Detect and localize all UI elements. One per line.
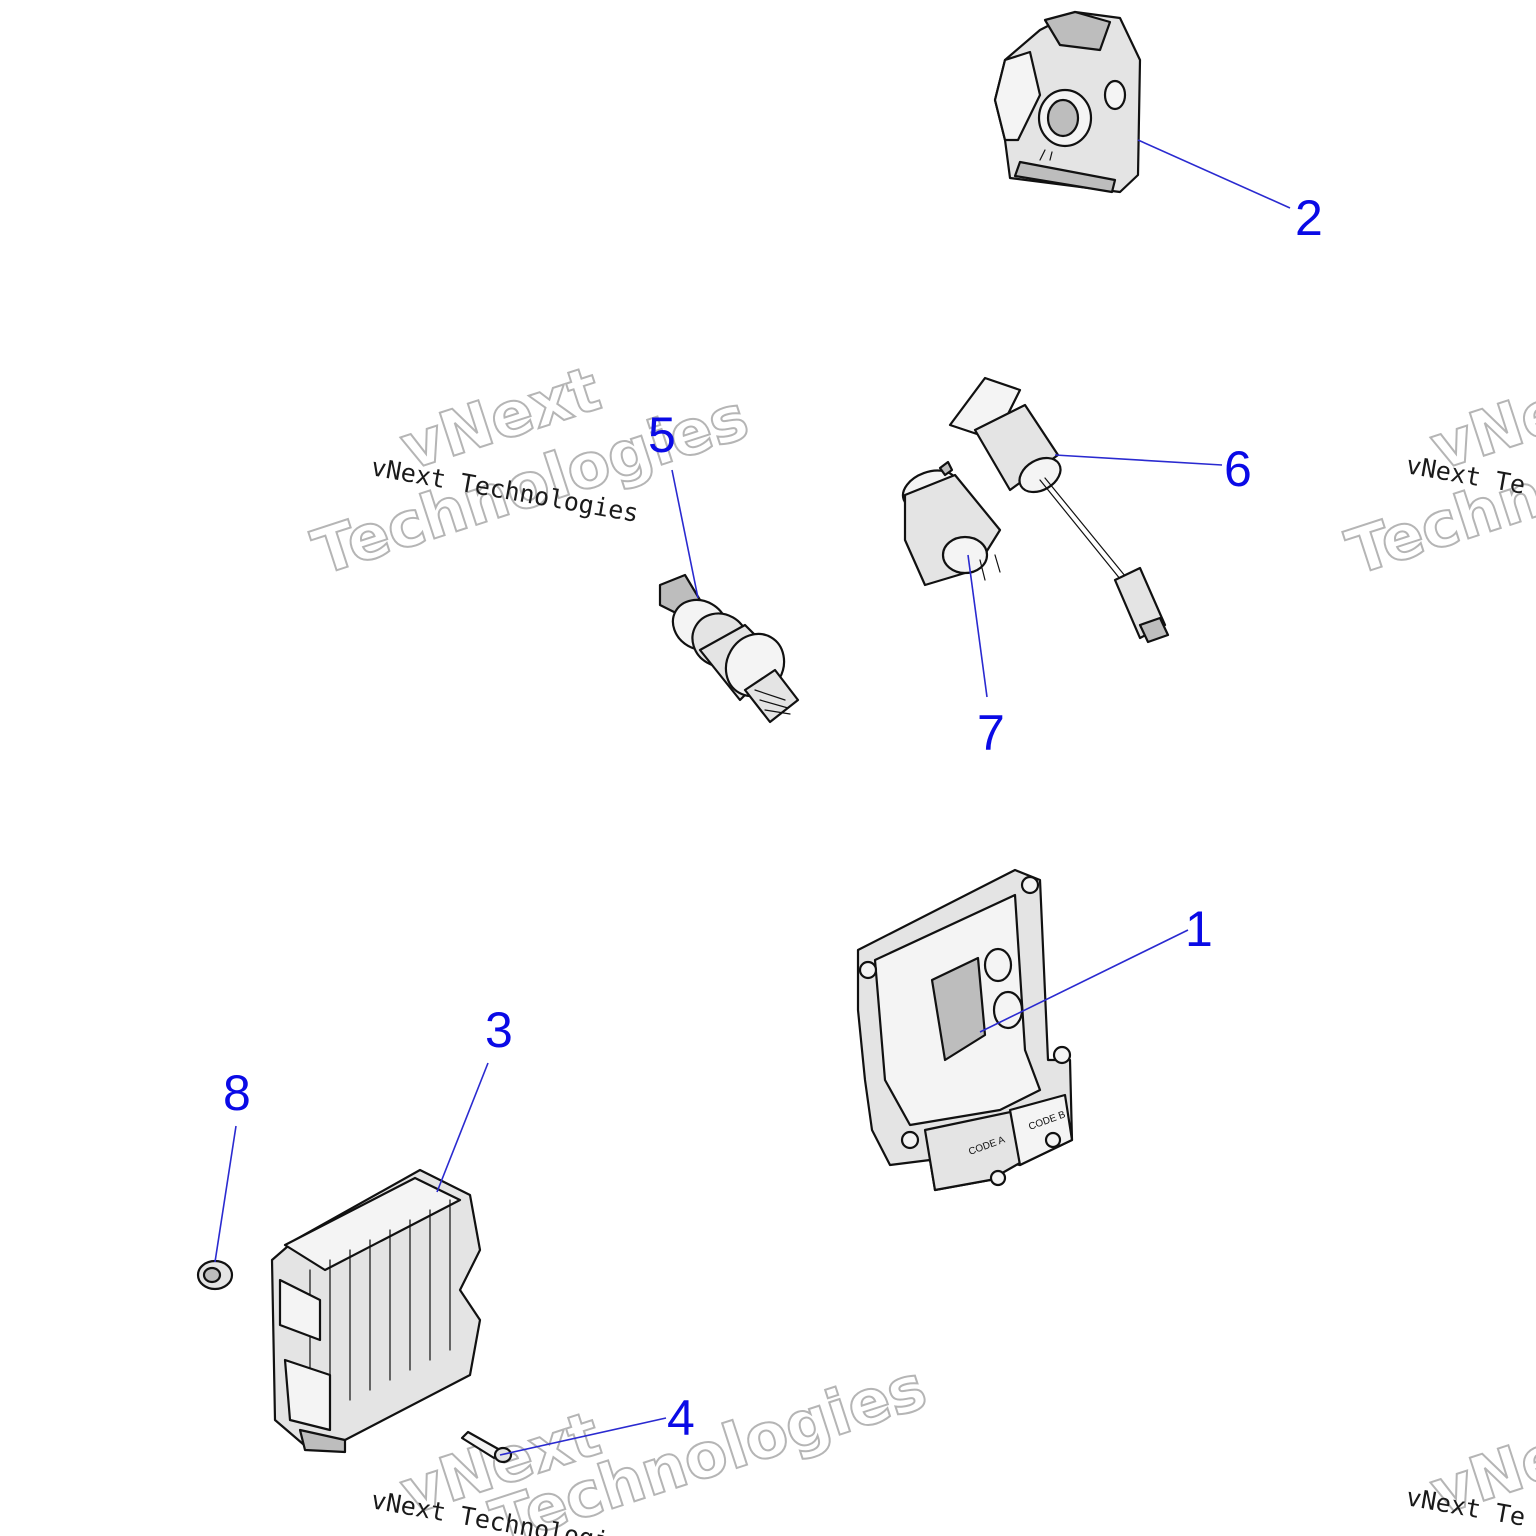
callout-3: 3 [485,1002,513,1058]
leader-line-8 [214,1125,237,1263]
callout-7: 7 [977,705,1005,761]
leader-lines [214,139,1291,1456]
callout-1: 1 [1185,901,1213,957]
leader-line-1 [979,929,1189,1033]
part-3-regulator [270,1168,482,1454]
leader-line-6 [1054,454,1223,466]
watermark-top-right: vNext Technol vNext Te [1337,351,1536,590]
leader-line-2 [1137,139,1291,209]
watermark-bottom-right: vNext vNext Te [1404,1396,1536,1532]
callout-2: 2 [1295,190,1323,246]
callout-4: 4 [667,1390,695,1446]
part-1-ecu: CODE A CODE B [856,868,1074,1192]
leader-line-4 [499,1417,667,1456]
leader-line-7 [967,554,988,698]
leader-line-3 [436,1062,489,1193]
callout-numbers: 1 2 3 4 5 6 7 8 [223,190,1323,1446]
callout-8: 8 [223,1065,251,1121]
part-7-relay [901,460,1002,587]
part-2-housing [993,10,1142,194]
part-8-grommet [196,1259,234,1291]
leader-line-5 [671,469,699,599]
callout-5: 5 [648,407,676,463]
callout-6: 6 [1224,441,1252,497]
part-5-key-switch [658,573,800,724]
